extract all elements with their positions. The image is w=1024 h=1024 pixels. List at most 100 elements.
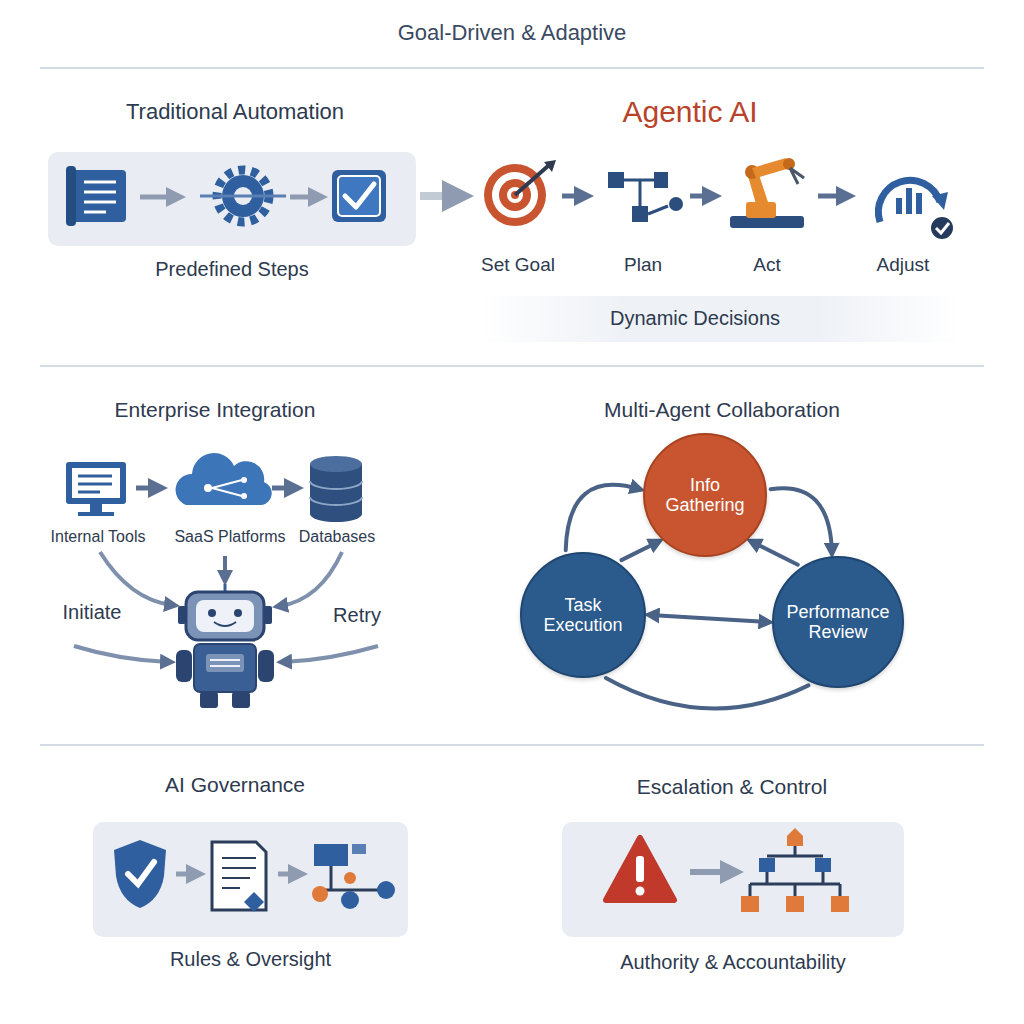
agentic-icons: [648, 206, 668, 214]
traditional-panel: [48, 152, 416, 246]
agent-name: Info Gathering: [654, 475, 756, 515]
flow-arrow: [621, 542, 658, 560]
governance-panel: [330, 866, 333, 890]
section-heading: Agentic AI: [622, 95, 757, 130]
governance-panel: [244, 892, 264, 912]
escalation-panel: [562, 822, 904, 937]
system-label: Internal Tools: [51, 528, 146, 546]
enterprise-icons: [214, 622, 236, 626]
escalation-panel: [822, 872, 825, 884]
flow-arrow: [566, 485, 640, 550]
enterprise-icons: [194, 644, 256, 692]
agentic-icons: [878, 180, 940, 222]
separators: [40, 68, 984, 745]
diagram-title: Goal-Driven & Adaptive: [398, 20, 627, 45]
enterprise-icons: [196, 600, 254, 632]
escalation-panel: [766, 872, 769, 884]
traditional-panel: [66, 166, 76, 226]
agentic-icons: [936, 223, 949, 233]
traditional-panel: [84, 191, 116, 194]
escalation-panel: [606, 838, 674, 900]
traditional-panel: [84, 181, 116, 184]
enterprise-icons: [176, 453, 272, 505]
enterprise-icons: [66, 462, 126, 504]
agentic-icons: [544, 160, 556, 172]
agentic-icons: [896, 198, 902, 214]
enterprise-icons: [210, 665, 240, 667]
section-heading: Multi-Agent Collaboration: [604, 398, 840, 422]
agentic-icons: [515, 166, 548, 195]
enterprise-icons: [206, 654, 244, 672]
enterprise-icons: [90, 504, 102, 512]
governance-panel: [176, 872, 196, 877]
section-heading: Traditional Automation: [126, 99, 344, 124]
step-label: Act: [753, 254, 780, 276]
enterprise-icons: [208, 609, 216, 617]
escalation-panel: [562, 822, 904, 937]
enterprise-icons: [234, 609, 242, 617]
escalation-panel: [690, 869, 732, 875]
enterprise-icons: [223, 556, 227, 578]
enterprise-icons: [200, 692, 218, 708]
system-label: SaaS Platforms: [174, 528, 285, 546]
traditional-panel: [70, 170, 126, 222]
escalation-panel: [839, 884, 842, 896]
step-panel: Predefined Steps: [48, 152, 416, 246]
panel-caption: Authority & Accountability: [542, 951, 924, 974]
enterprise-icons: [78, 491, 100, 494]
traditional-panel: [200, 195, 286, 198]
traditional-panel: [48, 152, 416, 246]
control-panel: Authority & Accountability: [562, 822, 904, 937]
agentic-icons: [632, 206, 648, 222]
traditional-panel: [338, 176, 380, 216]
governance-panel: [312, 886, 328, 902]
escalation-panel: [794, 884, 797, 896]
escalation-panel: [636, 856, 644, 882]
governance-panel: [222, 857, 256, 859]
agentic-icons: [562, 194, 584, 199]
escalation-panel: [759, 858, 775, 872]
escalation-panel: [831, 896, 849, 912]
step-label: Plan: [624, 254, 662, 276]
enterprise-icons: [310, 481, 362, 505]
agentic-icons: [790, 168, 804, 184]
governance-panel: [128, 862, 154, 884]
enterprise-icons: [310, 506, 362, 522]
flow-arrow: [771, 488, 832, 552]
separators: [40, 365, 984, 367]
agentic-icons: [916, 193, 922, 214]
enterprise-icons: [66, 453, 378, 708]
band-label: Dynamic Decisions: [610, 307, 780, 330]
enterprise-icons: [210, 659, 240, 661]
flow-label: Initiate: [63, 601, 122, 624]
escalation-panel: [787, 828, 803, 846]
enterprise-icons: [136, 486, 158, 491]
enterprise-icons: [78, 483, 112, 486]
agent-circle: Performance Review: [772, 556, 904, 688]
enterprise-icons: [178, 606, 186, 624]
flow-label: Retry: [333, 604, 381, 627]
step-label: Set Goal: [481, 254, 555, 276]
traditional-panel: [84, 211, 106, 214]
agent-name: Task Execution: [532, 595, 635, 635]
agentic-icons: [480, 158, 960, 342]
governance-panel: [341, 891, 359, 909]
agentic-icons: [818, 194, 846, 199]
enterprise-icons: [74, 646, 168, 662]
traditional-panel: [332, 170, 386, 222]
enterprise-icons: [186, 592, 264, 640]
traditional-panel: [345, 184, 374, 207]
governance-panel: [114, 840, 166, 908]
enterprise-icons: [212, 480, 242, 488]
enterprise-icons: [241, 493, 247, 499]
enterprise-icons: [72, 468, 120, 498]
agentic-icons: [654, 172, 668, 188]
enterprise-icons: [272, 486, 294, 491]
governance-panel: [344, 872, 356, 884]
agentic-icons: [669, 197, 683, 211]
enterprise-icons: [280, 552, 342, 606]
enterprise-icons: [78, 475, 112, 478]
governance-panel: [222, 877, 250, 879]
agentic-icons: [480, 296, 960, 342]
section-heading: Escalation & Control: [637, 775, 827, 799]
